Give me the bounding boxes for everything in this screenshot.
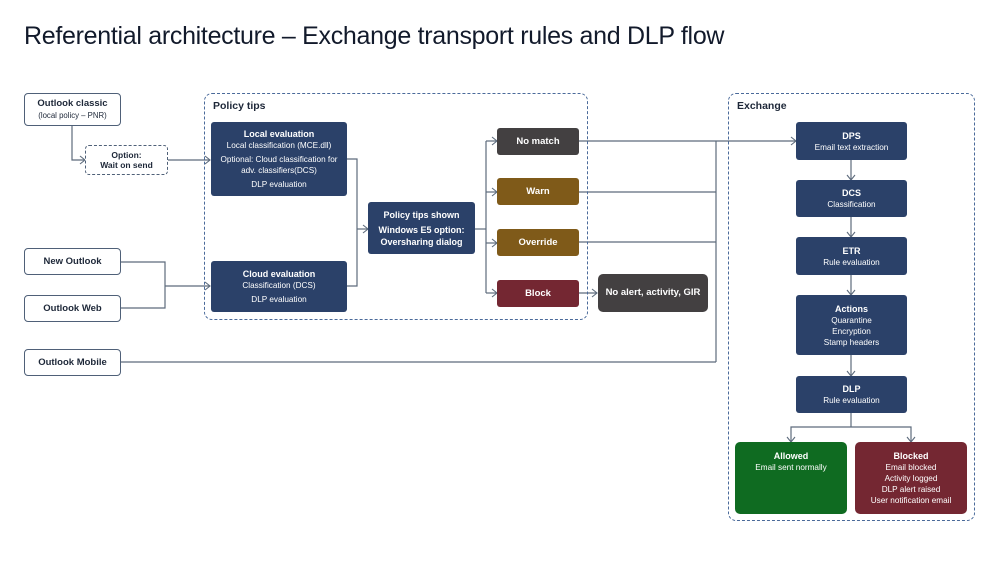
no-match-node: No match xyxy=(497,128,579,155)
dcs-title: DCS xyxy=(841,188,861,198)
cloud-evaluation-title: Cloud evaluation xyxy=(242,269,316,279)
option-label: Option: xyxy=(111,150,142,160)
connector-local-cloud-merge xyxy=(347,158,358,287)
dlp-line: Rule evaluation xyxy=(823,396,880,405)
policy-tips-group-label: Policy tips xyxy=(213,100,266,112)
override-node: Override xyxy=(497,229,579,256)
actions-line: Stamp headers xyxy=(823,337,880,347)
blocked-line: Email blocked xyxy=(885,463,937,472)
local-evaluation-line: Optional: Cloud classification for xyxy=(220,155,338,164)
local-evaluation-node: Local evaluation Local classification (M… xyxy=(211,122,347,196)
connector-new-outlook xyxy=(121,261,166,309)
dps-line: Email text extraction xyxy=(814,142,889,152)
outlook-classic-subtitle: (local policy – PNR) xyxy=(38,111,107,120)
dcs-node: DCS Classification xyxy=(796,180,907,217)
allowed-node: Allowed Email sent normally xyxy=(735,442,847,514)
block-node: Block xyxy=(497,280,579,307)
wait-on-send-option-node: Option: Wait on send xyxy=(85,145,168,175)
dlp-node: DLP Rule evaluation xyxy=(796,376,907,413)
local-evaluation-line: DLP evaluation xyxy=(251,180,307,189)
allowed-line: Email sent normally xyxy=(755,463,827,472)
blocked-line: User notification email xyxy=(870,496,952,505)
block-result-node: No alert, activity, GIR xyxy=(598,274,708,312)
arrowhead xyxy=(204,281,211,291)
etr-node: ETR Rule evaluation xyxy=(796,237,907,275)
policy-tips-group: Policy tips xyxy=(204,93,588,320)
outlook-web-title: Outlook Web xyxy=(43,302,102,314)
outlook-classic-title: Outlook classic xyxy=(37,98,108,109)
connector-classic-to-option xyxy=(71,125,84,161)
cloud-evaluation-node: Cloud evaluation Classification (DCS) DL… xyxy=(211,261,347,312)
local-evaluation-title: Local evaluation xyxy=(243,129,315,139)
allowed-title: Allowed xyxy=(773,451,809,461)
actions-title: Actions xyxy=(834,303,868,314)
no-match-label: No match xyxy=(516,135,560,147)
blocked-title: Blocked xyxy=(893,451,929,461)
actions-line: Encryption xyxy=(832,326,871,336)
blocked-line: DLP alert raised xyxy=(881,485,941,494)
arrowhead xyxy=(591,288,598,298)
page-title: Referential architecture – Exchange tran… xyxy=(24,22,725,50)
blocked-node: Blocked Email blocked Activity logged DL… xyxy=(855,442,967,514)
dps-title: DPS xyxy=(842,130,861,141)
blocked-line: Activity logged xyxy=(884,474,938,483)
dlp-title: DLP xyxy=(842,384,861,394)
new-outlook-title: New Outlook xyxy=(43,255,102,267)
dcs-line: Classification xyxy=(827,200,876,209)
etr-title: ETR xyxy=(842,245,861,256)
new-outlook-node: New Outlook xyxy=(24,248,121,275)
actions-node: Actions Quarantine Encryption Stamp head… xyxy=(796,295,907,355)
override-label: Override xyxy=(518,236,558,248)
policy-tips-shown-line: Windows E5 option: xyxy=(378,224,465,235)
block-label: Block xyxy=(525,287,551,299)
outlook-mobile-title: Outlook Mobile xyxy=(38,356,107,368)
cloud-evaluation-line: DLP evaluation xyxy=(251,295,307,304)
warn-node: Warn xyxy=(497,178,579,205)
outlook-classic-node: Outlook classic (local policy – PNR) xyxy=(24,93,121,126)
local-evaluation-line: adv. classifiers(DCS) xyxy=(241,166,317,175)
etr-line: Rule evaluation xyxy=(823,257,880,267)
actions-line: Quarantine xyxy=(831,315,872,325)
exchange-group: Exchange xyxy=(728,93,975,521)
outlook-mobile-node: Outlook Mobile xyxy=(24,349,121,376)
option-value: Wait on send xyxy=(100,160,153,170)
policy-tips-shown-line: Oversharing dialog xyxy=(380,236,463,247)
policy-tips-shown-title: Policy tips shown xyxy=(383,209,460,220)
outlook-web-node: Outlook Web xyxy=(24,295,121,322)
policy-tips-shown-node: Policy tips shown Windows E5 option: Ove… xyxy=(368,202,475,254)
arrowhead xyxy=(204,155,211,165)
warn-label: Warn xyxy=(526,185,550,197)
dps-node: DPS Email text extraction xyxy=(796,122,907,160)
connector-dlp-split xyxy=(790,413,912,442)
block-result-label: No alert, activity, GIR xyxy=(605,287,701,298)
local-evaluation-line: Local classification (MCE.dll) xyxy=(226,141,332,150)
exchange-group-label: Exchange xyxy=(737,100,787,112)
cloud-evaluation-line: Classification (DCS) xyxy=(242,281,316,290)
